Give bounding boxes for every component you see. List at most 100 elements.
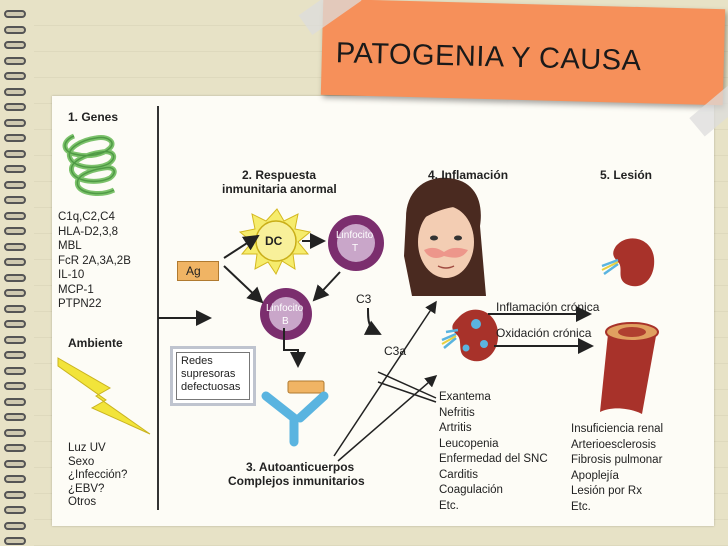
spiral-coil — [4, 428, 26, 437]
antigen-box: Ag — [177, 261, 219, 281]
ambiente-item: Otros — [68, 496, 97, 508]
spiral-coil — [4, 273, 26, 282]
lesion-item: Arterioesclerosis — [571, 438, 656, 451]
linfocito-t-letter: T — [352, 243, 359, 254]
spiral-coil — [4, 521, 26, 530]
spiral-coil — [4, 211, 26, 220]
ambiente-item: Luz UV — [68, 442, 106, 454]
lesion-heading: 5. Lesión — [600, 168, 653, 182]
inflamacion-item: Carditis — [439, 468, 478, 481]
b-lymphocyte-icon — [260, 288, 312, 340]
lesion-item: Fibrosis pulmonar — [571, 454, 663, 466]
spiral-coil — [4, 413, 26, 421]
spiral-coil — [4, 459, 26, 468]
lesion-item: Insuficiencia renal — [571, 423, 664, 435]
ambiente-item: ¿EBV? — [68, 482, 105, 495]
antibody-icon — [261, 391, 329, 447]
spiral-coil — [4, 289, 26, 297]
spiral-coil — [4, 227, 26, 235]
redes-line: Redes — [181, 355, 213, 367]
spiral-coil — [4, 87, 26, 96]
spiral-coil — [4, 304, 26, 313]
spiral-coil — [4, 242, 26, 251]
respuesta-heading-1: 2. Respuesta — [242, 168, 317, 182]
gene-item: HLA-D2,3,8 — [58, 225, 119, 238]
spiral-coil — [4, 366, 26, 375]
inflamacion-item: Enfermedad del SNC — [439, 453, 548, 465]
inflamacion-heading: 4. Inflamación — [428, 168, 509, 182]
gene-item: IL-10 — [58, 269, 85, 281]
artery-icon — [600, 322, 659, 414]
respuesta-heading-2: inmunitaria anormal — [222, 182, 337, 196]
ambiente-item: Sexo — [68, 455, 95, 468]
dendritic-cell-icon — [238, 208, 312, 276]
linfocito-b-letter: B — [282, 316, 289, 327]
gene-item: MCP-1 — [58, 283, 94, 296]
linfocito-t-label: Linfocito — [336, 230, 374, 241]
inflamacion-item: Artritis — [439, 422, 472, 434]
spiral-coil — [4, 41, 26, 49]
notebook-spiral — [0, 0, 34, 546]
ag-label: Ag — [186, 264, 201, 278]
autoanticuerpos-heading: 3. Autoanticuerpos — [246, 460, 355, 474]
complejos-heading: Complejos inmunitarios — [228, 474, 365, 488]
spiral-coil — [4, 397, 26, 406]
spiral-coil — [4, 335, 26, 344]
diagram-graphics — [57, 133, 659, 462]
inflamacion-item: Leucopenia — [439, 437, 499, 450]
spiral-coil — [4, 10, 26, 18]
spiral-coil — [4, 320, 26, 328]
lesion-item: Apoplejía — [571, 469, 619, 482]
inflamacion-item: Coagulación — [439, 484, 503, 496]
inflamacion-item: Etc. — [439, 499, 459, 512]
dc-label: DC — [265, 234, 283, 248]
gene-item: PTPN22 — [58, 298, 102, 310]
spiral-coil — [4, 165, 26, 173]
spiral-coil — [4, 475, 26, 483]
inflamacion-item: Nefritis — [439, 406, 475, 419]
inflamacion-item: Exantema — [439, 391, 491, 403]
c3a-label: C3a — [384, 344, 407, 358]
gene-item: C1q,C2,C4 — [58, 211, 115, 223]
gene-item: FcR 2A,3A,2B — [58, 254, 131, 267]
spiral-coil — [4, 118, 26, 127]
spiral-coil — [4, 56, 26, 65]
kidney-icon — [441, 309, 499, 362]
redes-line: supresoras — [181, 368, 236, 380]
genes-heading: 1. Genes — [68, 110, 119, 124]
ambiente-item: ¿Infección? — [68, 469, 128, 481]
dna-coil-icon — [62, 133, 117, 196]
redes-line: defectuosas — [181, 381, 241, 393]
inflamed-face-icon — [404, 177, 486, 296]
title-card: PATOGENIA Y CAUSA — [320, 0, 726, 106]
slide-title: PATOGENIA Y CAUSA — [335, 37, 642, 78]
inflamacion-cronica: Inflamación crónica — [496, 300, 600, 314]
spiral-coil — [4, 444, 26, 452]
lightning-icon — [57, 357, 151, 435]
spiral-coil — [4, 490, 26, 499]
t-lymphocyte-icon — [328, 215, 384, 271]
spiral-coil — [4, 506, 26, 514]
damaged-kidney-icon — [601, 238, 655, 287]
lesion-item: Etc. — [571, 500, 591, 513]
lesion-item: Lesión por Rx — [571, 485, 642, 497]
section-divider — [157, 106, 159, 510]
c3-label: C3 — [356, 292, 372, 306]
spiral-coil — [4, 351, 26, 359]
spiral-coil — [4, 180, 26, 189]
ambiente-heading: Ambiente — [68, 336, 123, 350]
spiral-coil — [4, 382, 26, 390]
spiral-coil — [4, 149, 26, 158]
oxidacion-cronica: Oxidación crónica — [496, 326, 592, 340]
spiral-coil — [4, 134, 26, 142]
spiral-coil — [4, 196, 26, 204]
spiral-coil — [4, 72, 26, 80]
spiral-coil — [4, 25, 26, 34]
